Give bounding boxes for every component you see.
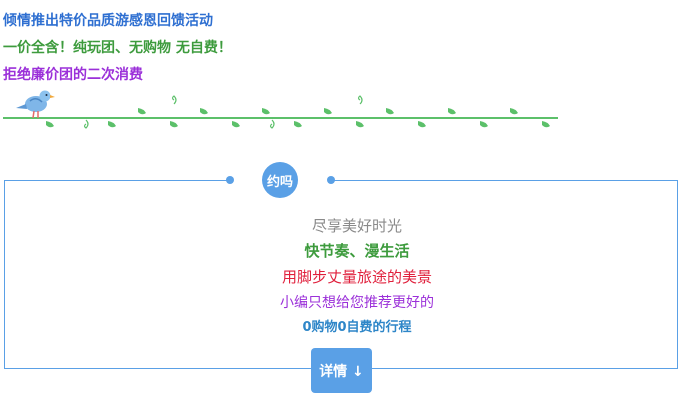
details-button[interactable]: 详情 ↓ [311,348,372,393]
card-line-1: 尽享美好时光 [311,217,402,235]
card-line-5: 0购物0自费的行程 [302,320,412,335]
promo-tagline: 拒绝廉价团的二次消费 [3,67,143,83]
bird-icon [16,90,55,119]
card-line-3: 用脚步丈量旅途的美景 [281,268,432,286]
card-top-border-left [4,180,230,181]
card-badge: 约吗 [262,162,298,198]
card-top-border-right [331,180,678,181]
vine-divider [3,90,558,129]
promo-subline: 一价全含！纯玩团、无购物 无自费！ [3,40,232,56]
promo-headline: 倾情推出特价品质游感恩回馈活动 [3,13,213,29]
border-dot-right [327,176,335,184]
vine-leaves [46,121,550,128]
card-line-4: 小编只想给您推荐更好的 [280,295,434,311]
card-line-2: 快节奏、漫生活 [304,242,410,260]
border-dot-left [226,176,234,184]
